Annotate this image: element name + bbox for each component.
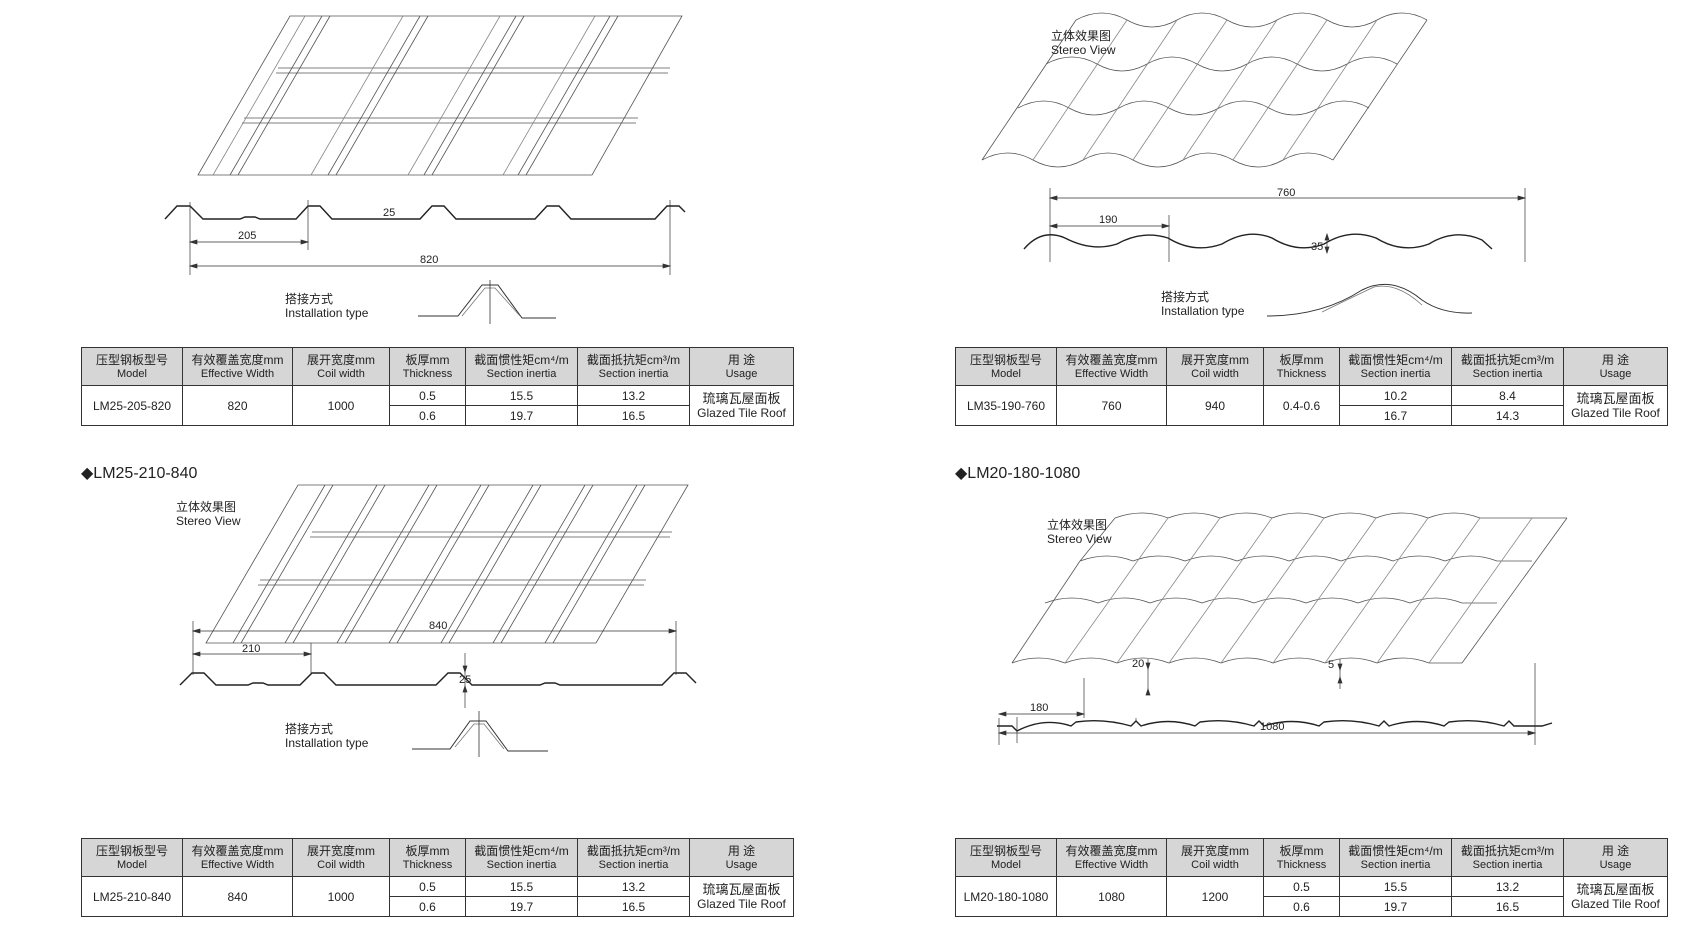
panel3-dim-pitch: 210 [242,643,260,655]
modulus-cell: 13.2 [1451,876,1564,897]
effective-width-cell: 1080 [1056,876,1167,917]
modulus-cell: 16.5 [577,896,690,917]
model-cell: LM25-210-840 [81,876,183,917]
panel4-dim-step: 5 [1328,659,1334,671]
panel1-dim-total: 820 [420,254,438,266]
inertia-cell: 16.7 [1339,405,1452,426]
table-row: 0.6 19.7 16.5 [82,896,794,917]
panel2-drawing: 760 190 35 [981,12,1527,317]
thickness-cell: 0.4-0.6 [1263,385,1340,426]
panel2-install-detail [1266,283,1473,317]
panel1-drawing: 205 25 820 [164,15,686,324]
panel-lm25-210-840: ◆LM25-210-840 [0,463,852,926]
panel-lm35-190-760: 760 190 35 立体效果图 Stereo View 搭接方式 Instal… [852,0,1704,463]
model-cell: LM25-205-820 [81,385,183,426]
panel2-profile [1023,233,1493,250]
panel2-install-label: 搭接方式 Installation type [1161,290,1245,318]
panel4-section-title: ◆LM20-180-1080 [955,465,1081,482]
panel2-dim-pitch: 190 [1099,214,1117,226]
inertia-cell: 15.5 [465,876,578,897]
coil-width-cell: 1000 [292,385,390,426]
modulus-cell: 14.3 [1451,405,1564,426]
panel2-dim-height: 35 [1311,241,1323,253]
thickness-cell: 0.6 [1263,896,1340,917]
coil-width-cell: 940 [1166,385,1264,426]
panel4-stereo-view [1011,512,1568,664]
panel4-stereo-label: 立体效果图 Stereo View [1047,518,1112,546]
modulus-cell: 13.2 [577,876,690,897]
modulus-cell: 8.4 [1451,385,1564,406]
panel1-install-detail [418,284,556,319]
modulus-cell: 13.2 [577,385,690,406]
panel4-drawing: 20 5 180 1080 [997,512,1568,745]
table-row: LM35-190-760 760 940 0.4-0.6 10.2 8.4 琉璃… [955,385,1668,426]
coil-width-cell: 1200 [1166,876,1264,917]
inertia-cell: 15.5 [465,385,578,406]
panel3-install-label: 搭接方式 Installation type [285,722,369,750]
thickness-cell: 0.6 [389,896,466,917]
thickness-cell: 0.5 [389,385,466,406]
thickness-cell: 0.6 [389,405,466,426]
inertia-cell: 19.7 [465,896,578,917]
panel4-dim-total: 1080 [1260,721,1284,733]
table-row: LM20-180-1080 1080 1200 0.5 15.5 13.2 琉璃… [955,876,1668,917]
panel3-section-title: ◆LM25-210-840 [81,465,198,482]
panel2-dimensions [1048,188,1527,262]
panel1-dim-height: 25 [383,207,395,219]
panel1-install-label: 搭接方式 Installation type [285,292,369,320]
inertia-cell: 19.7 [465,405,578,426]
model-cell: LM35-190-760 [955,385,1057,426]
panel4-profile [997,719,1553,732]
panel3-drawing: 840 210 25 [179,484,697,757]
panel1-profile [164,205,686,220]
table-row: LM25-210-840 840 1000 0.5 15.5 13.2 琉璃瓦屋… [81,876,794,917]
panel3-install-detail [412,720,548,752]
panel1-stereo-view [197,15,683,176]
panel-lm25-205-820: 205 25 820 搭接方式 Installation type 压型钢板型号… [0,0,852,463]
effective-width-cell: 820 [182,385,293,426]
panel4-dimensions [997,659,1537,745]
panel3-stereo-label: 立体效果图 Stereo View [176,500,241,528]
panel3-dimensions [191,621,678,708]
panel-lm20-180-1080: ◆LM20-180-1080 [852,463,1704,926]
thickness-cell: 0.5 [1263,876,1340,897]
table-row: 0.6 19.7 16.5 [82,405,794,426]
effective-width-cell: 760 [1056,385,1167,426]
coil-width-cell: 1000 [292,876,390,917]
panel3-dim-total: 840 [429,620,447,632]
panel3-stereo-view [205,484,689,644]
panel3-dim-height: 25 [459,674,471,686]
inertia-cell: 10.2 [1339,385,1452,406]
modulus-cell: 16.5 [577,405,690,426]
panel2-stereo-label: 立体效果图 Stereo View [1051,29,1116,57]
thickness-cell: 0.5 [389,876,466,897]
effective-width-cell: 840 [182,876,293,917]
modulus-cell: 16.5 [1451,896,1564,917]
panel3-profile [179,672,697,686]
panel4-dim-pitch: 180 [1030,702,1048,714]
panel2-stereo-view [981,12,1428,168]
panel2-dim-total: 760 [1277,187,1295,199]
panel1-dimensions [188,200,672,275]
table-row: 0.6 19.7 16.5 [956,896,1668,917]
inertia-cell: 19.7 [1339,896,1452,917]
table-row: LM25-205-820 820 1000 0.5 15.5 13.2 琉璃瓦屋… [81,385,794,426]
panel4-dim-height: 20 [1132,658,1144,670]
model-cell: LM20-180-1080 [955,876,1057,917]
inertia-cell: 15.5 [1339,876,1452,897]
panel1-dim-pitch: 205 [238,230,256,242]
table-row: 16.7 14.3 [956,405,1668,426]
